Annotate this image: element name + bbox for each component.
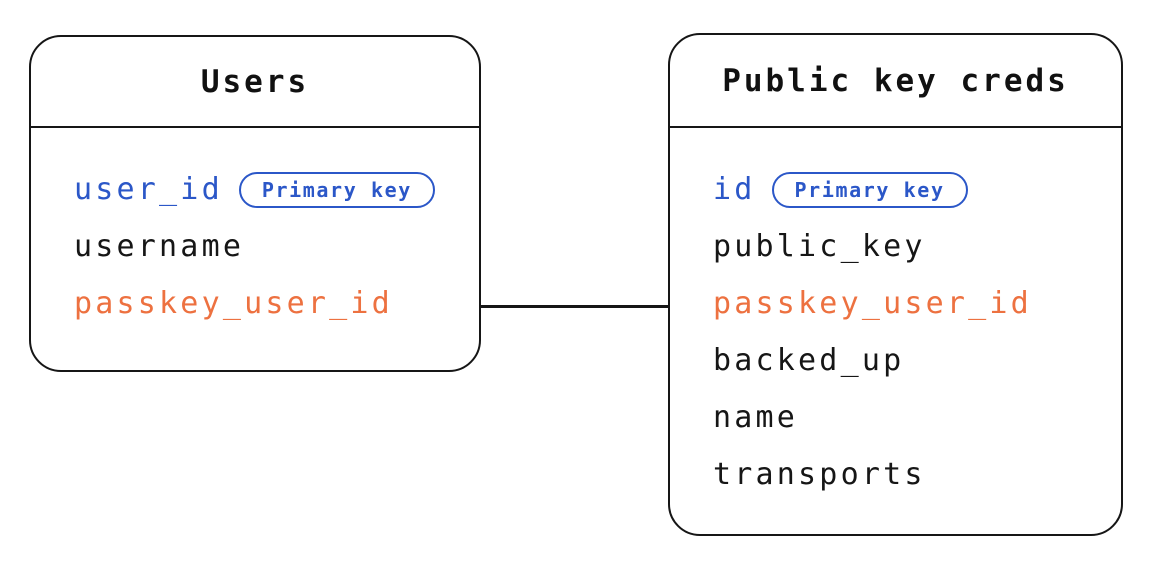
field-row-transports: transports [713, 446, 1121, 503]
field-name: name [713, 400, 799, 435]
field-row-passkey-user-id: passkey_user_id [713, 275, 1121, 332]
relation-line [480, 305, 669, 308]
field-row-backed-up: backed_up [713, 332, 1121, 389]
primary-key-badge: Primary key [771, 171, 968, 208]
field-name: transports [713, 457, 926, 492]
field-row-user-id: user_id Primary key [74, 161, 479, 218]
table-public-key-creds-body: id Primary key public_key passkey_user_i… [670, 128, 1121, 503]
field-name: username [74, 229, 245, 264]
field-row-id: id Primary key [713, 161, 1121, 218]
table-public-key-creds[interactable]: Public key creds id Primary key public_k… [668, 33, 1123, 536]
table-public-key-creds-title: Public key creds [670, 35, 1121, 128]
table-users[interactable]: Users user_id Primary key username passk… [29, 35, 481, 372]
field-name: backed_up [713, 343, 905, 378]
primary-key-badge: Primary key [238, 171, 435, 208]
field-name: id [713, 172, 756, 207]
field-row-username: username [74, 218, 479, 275]
field-row-passkey-user-id: passkey_user_id [74, 275, 479, 332]
field-name: user_id [74, 172, 223, 207]
field-name: passkey_user_id [713, 286, 1032, 321]
field-row-name: name [713, 389, 1121, 446]
field-row-public-key: public_key [713, 218, 1121, 275]
table-users-title: Users [31, 37, 479, 128]
table-users-body: user_id Primary key username passkey_use… [31, 128, 479, 332]
field-name: public_key [713, 229, 926, 264]
field-name: passkey_user_id [74, 286, 393, 321]
